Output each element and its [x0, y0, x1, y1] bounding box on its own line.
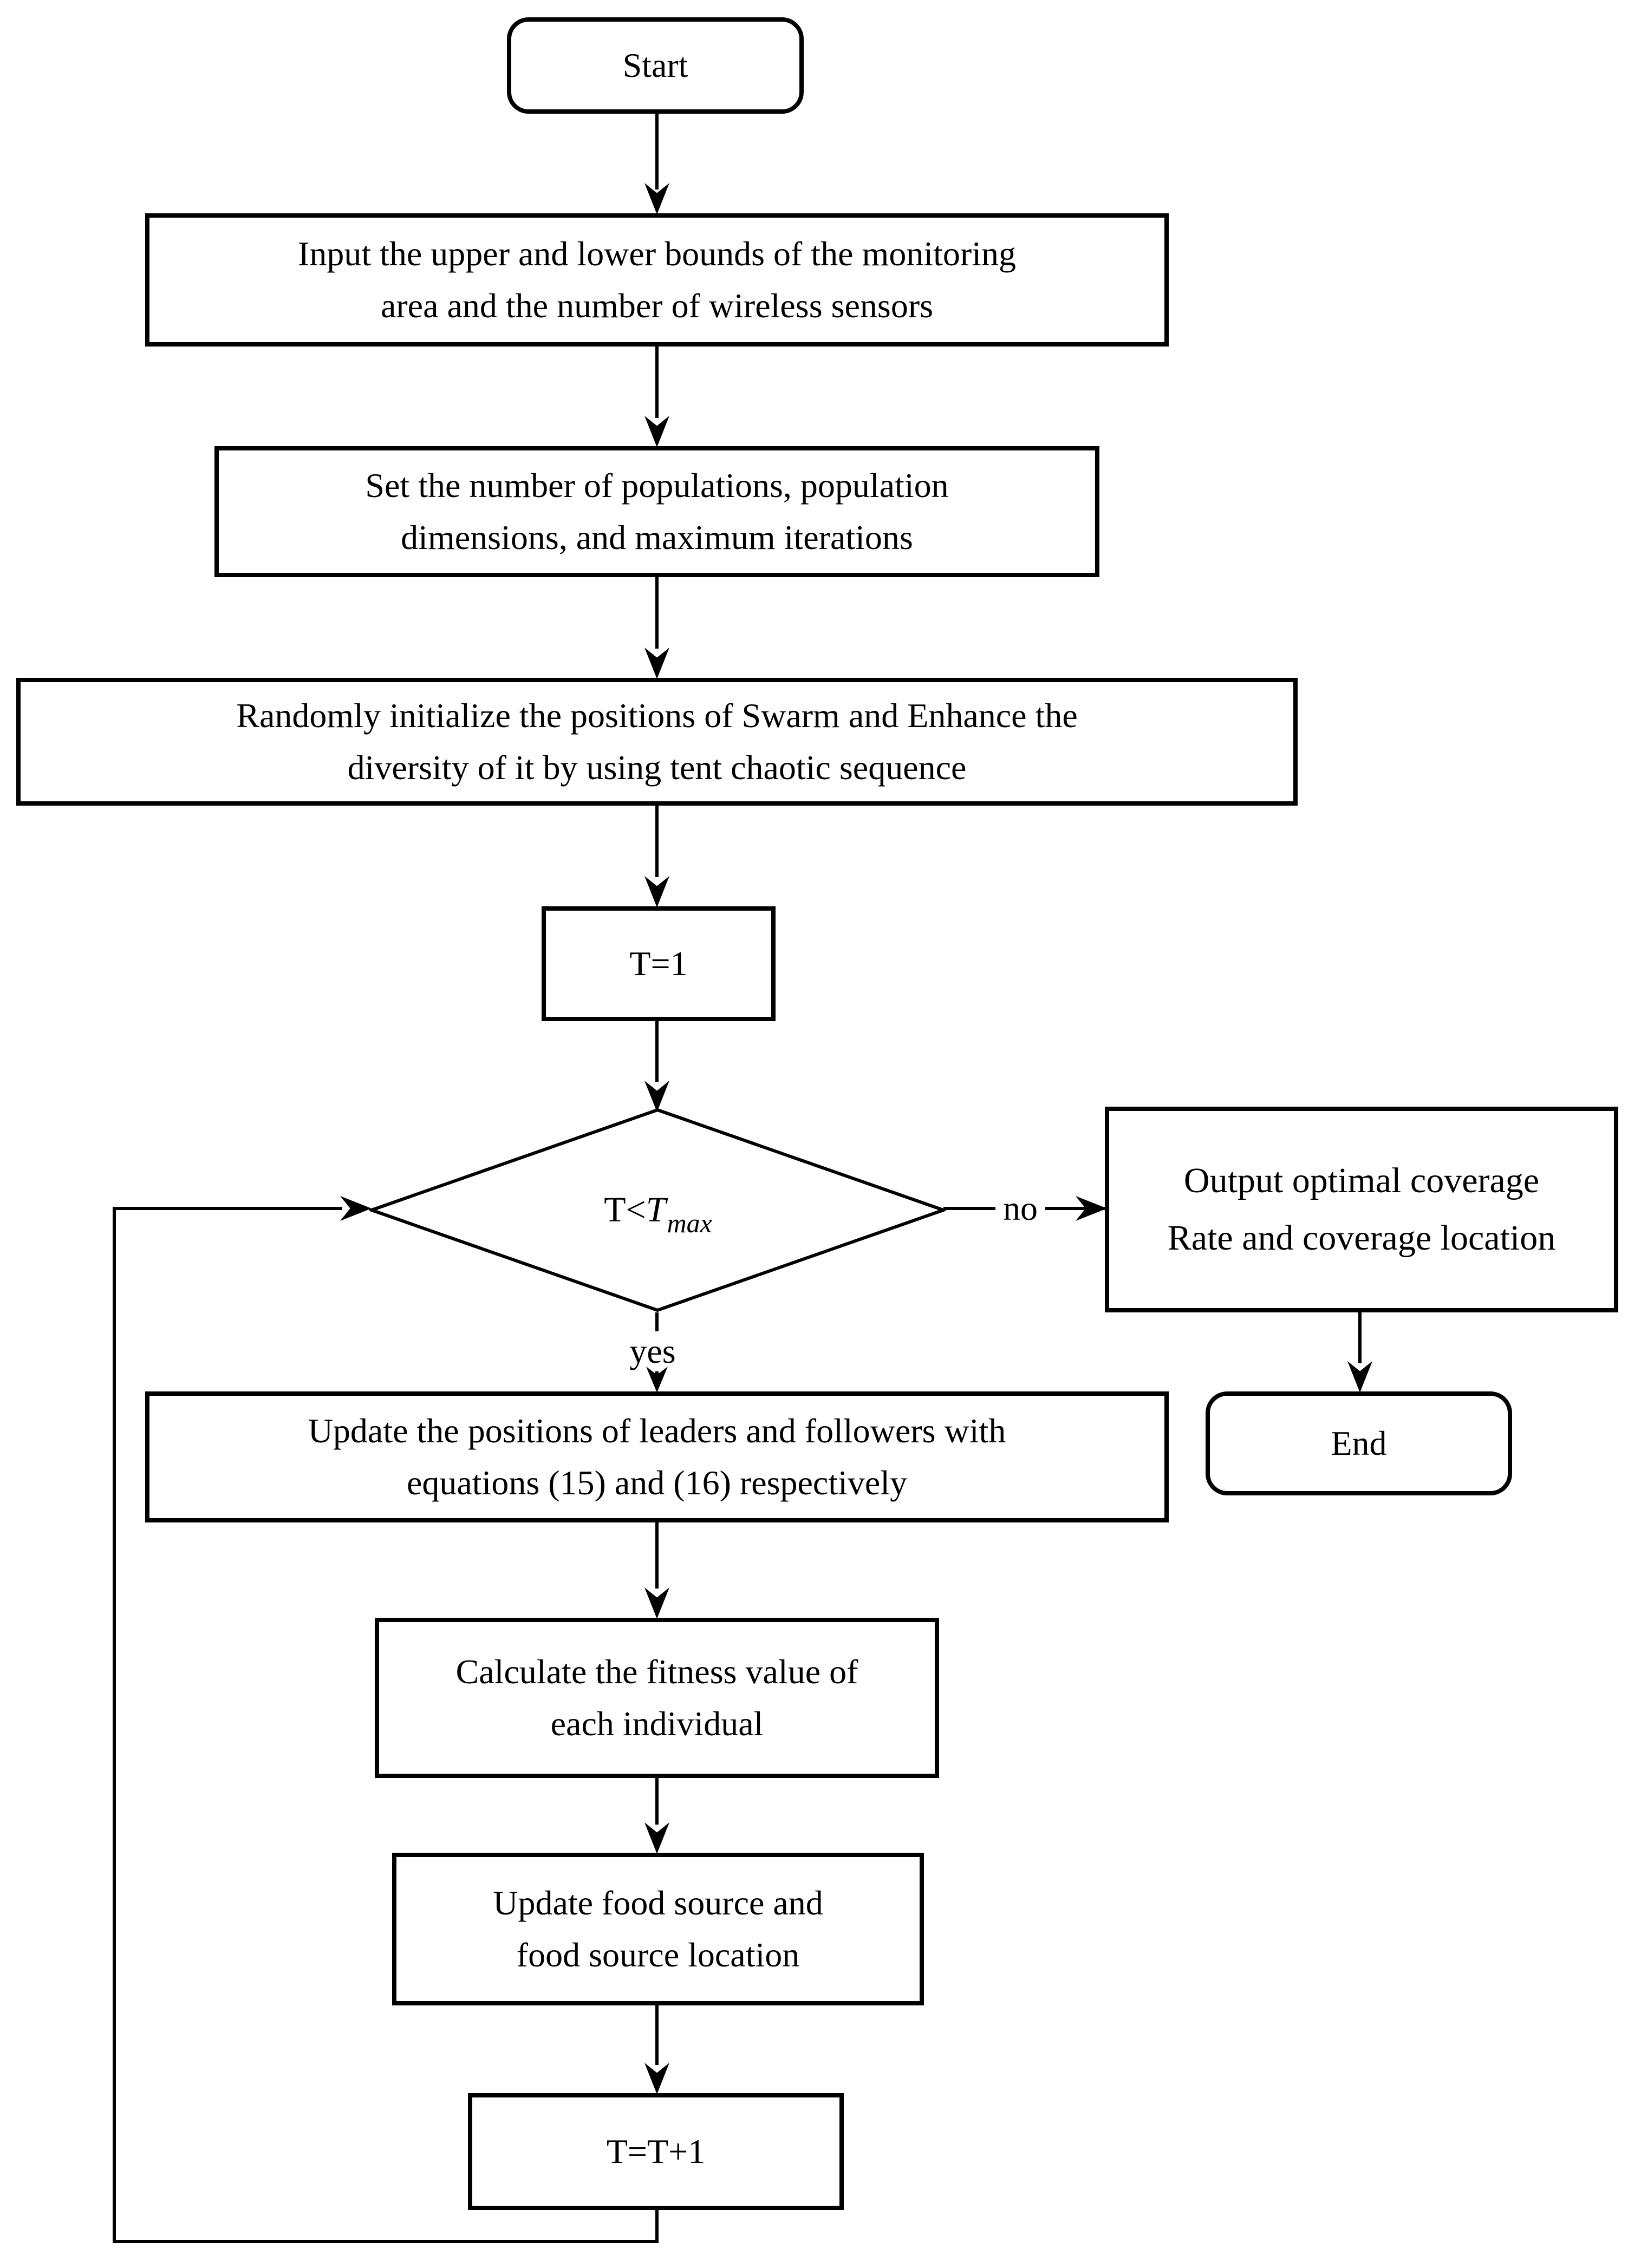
fitness-node-line2: each individual — [550, 1704, 764, 1743]
edge-start-input-line — [655, 114, 659, 189]
edge-food-tplus-arrowhead-icon — [644, 2063, 669, 2094]
init-node-line2: diversity of it by using tent chaotic se… — [347, 748, 967, 787]
food-node-line1: Update food source and — [493, 1884, 823, 1922]
loop-edge-down-segment — [655, 2210, 659, 2243]
edge-init-t1-line — [655, 806, 659, 877]
tplus-node-label: T=T+1 — [606, 2132, 706, 2171]
init-node: Randomly initialize the positions of Swa… — [16, 678, 1298, 806]
edge-input-set-line — [655, 347, 659, 418]
edge-set-init-arrowhead-icon — [644, 648, 669, 679]
set-node-line2: dimensions, and maximum iterations — [401, 518, 913, 557]
edge-output-end-arrowhead-icon — [1347, 1361, 1372, 1393]
edge-input-set-arrowhead-icon — [644, 416, 669, 447]
input-node-line2: area and the number of wireless sensors — [380, 286, 934, 325]
init-node-line1: Randomly initialize the positions of Swa… — [236, 696, 1078, 735]
decision-diamond-shape — [369, 1108, 946, 1312]
decision-variable: T — [646, 1190, 666, 1230]
decision-subscript: max — [667, 1208, 712, 1238]
loop-edge-top-segment — [113, 1207, 342, 1210]
set-node-line1: Set the number of populations, populatio… — [365, 466, 949, 505]
start-node: Start — [507, 17, 804, 114]
end-node: End — [1206, 1391, 1512, 1495]
output-node-line2: Rate and coverage location — [1167, 1218, 1556, 1258]
tplus-node: T=T+1 — [468, 2093, 844, 2210]
loop-edge-left-segment — [113, 1207, 116, 2243]
update-node: Update the positions of leaders and foll… — [145, 1391, 1169, 1522]
edge-update-fitness-line — [655, 1522, 659, 1589]
t1-node: T=1 — [542, 906, 776, 1021]
edge-fitness-food-line — [655, 1778, 659, 1825]
output-node: Output optimal coverage Rate and coverag… — [1105, 1107, 1618, 1312]
input-node: Input the upper and lower bounds of the … — [145, 213, 1169, 347]
end-node-label: End — [1331, 1424, 1387, 1462]
edge-init-t1-arrowhead-icon — [644, 876, 669, 907]
update-node-line1: Update the positions of leaders and foll… — [308, 1411, 1006, 1450]
food-node-line2: food source location — [516, 1936, 800, 1974]
edge-fitness-food-arrowhead-icon — [644, 1822, 669, 1854]
set-node: Set the number of populations, populatio… — [214, 446, 1099, 577]
edge-set-init-line — [655, 577, 659, 649]
edge-update-fitness-arrowhead-icon — [644, 1587, 669, 1619]
fitness-node-line1: Calculate the fitness value of — [455, 1652, 858, 1691]
update-node-line2: equations (15) and (16) respectively — [406, 1463, 908, 1502]
edge-t1-decision-line — [655, 1021, 659, 1082]
edge-output-end-line — [1358, 1312, 1362, 1363]
yes-label: yes — [622, 1331, 683, 1372]
loop-edge-arrowhead-icon — [340, 1196, 372, 1221]
edge-food-tplus-line — [655, 2005, 659, 2065]
loop-edge-bottom-segment — [113, 2240, 659, 2243]
input-node-line1: Input the upper and lower bounds of the … — [298, 234, 1016, 273]
start-node-label: Start — [622, 46, 688, 84]
t1-node-label: T=1 — [629, 944, 688, 983]
food-node: Update food source and food source locat… — [392, 1853, 924, 2005]
output-node-line1: Output optimal coverage — [1183, 1161, 1540, 1201]
no-label: no — [995, 1188, 1045, 1229]
fitness-node: Calculate the fitness value of each indi… — [375, 1618, 939, 1778]
decision-prefix: T< — [604, 1190, 646, 1230]
